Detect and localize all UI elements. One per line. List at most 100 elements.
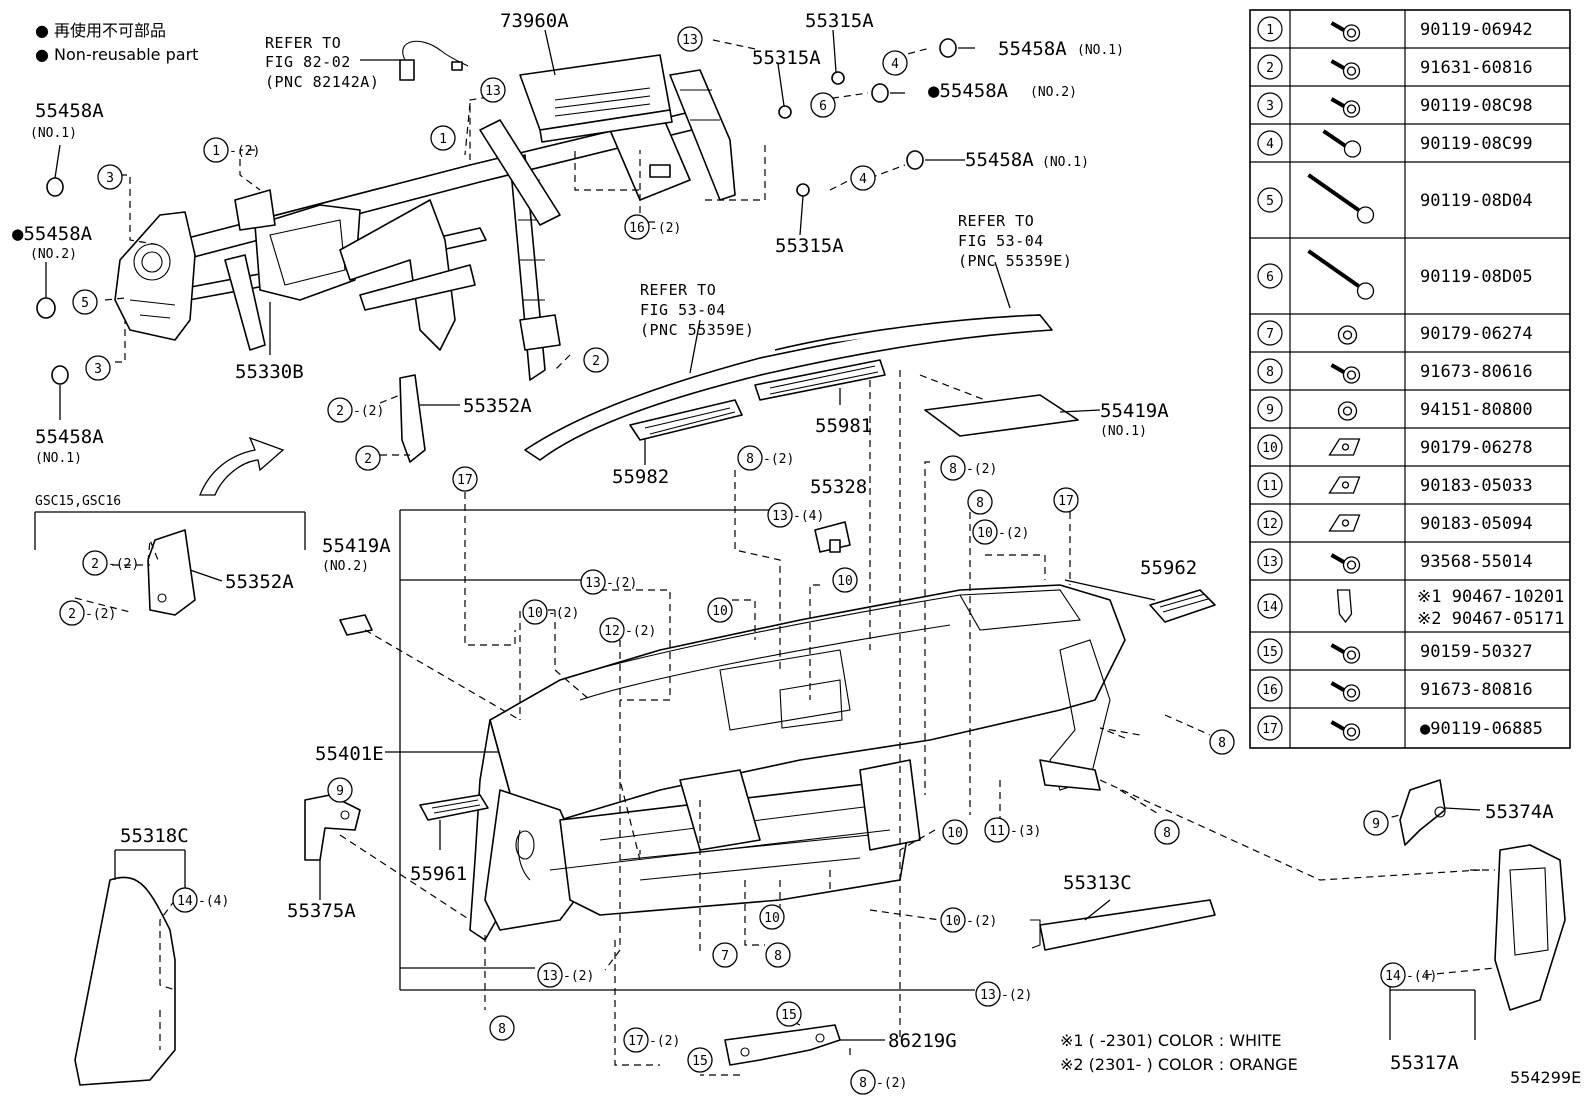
color-note-2: ※2 (2301- ) COLOR : ORANGE — [1060, 1055, 1298, 1074]
label-55458A-right-2: ●55458A — [928, 80, 1009, 102]
callout-number: 13 — [772, 509, 788, 524]
color-note-1: ※1 ( -2301) COLOR : WHITE — [1060, 1031, 1282, 1050]
gsc-group-box — [34, 436, 306, 550]
callout-c3b: 3 — [85, 355, 111, 381]
harness-reference-part — [399, 40, 469, 81]
row-number: 14 — [1262, 600, 1278, 615]
callout-number: 10 — [527, 606, 543, 621]
callout-number: 10 — [945, 914, 961, 929]
label-55982: 55982 — [612, 466, 669, 488]
nut-washer-icon — [1337, 401, 1358, 421]
callout-number: 10 — [764, 911, 780, 926]
gsc-group-label: GSC15,GSC16 — [35, 494, 121, 509]
instrument-panel-reinforcement — [114, 69, 736, 381]
callout-number: 13 — [542, 969, 558, 984]
callout-c12: 12-(2) — [599, 617, 656, 643]
label-55458A-left-1-sub: (NO.1) — [30, 126, 77, 141]
label-55458A-right-3-sub: (NO.1) — [1042, 155, 1089, 170]
row-number: 11 — [1262, 479, 1278, 494]
callout-c8d: 8 — [1209, 729, 1235, 755]
label-55315A-bottom: 55315A — [775, 235, 844, 257]
label-55458A-right-1-sub: (NO.1) — [1077, 43, 1124, 58]
passenger-airbag — [519, 54, 673, 143]
label-55419A-no2: 55419A — [322, 535, 391, 557]
callout-c8g: 8 — [489, 1015, 515, 1041]
row-number: 17 — [1262, 722, 1278, 737]
callout-number: 8 — [859, 1076, 867, 1091]
callout-number: 10 — [947, 826, 963, 841]
instrument-panel-55401E — [469, 584, 1126, 941]
callout-quantity: -(2) — [229, 144, 260, 159]
callout-number: 17 — [628, 1034, 644, 1049]
callout-c13d: 13-(2) — [580, 569, 637, 595]
label-55458A-right-2-sub: (NO.2) — [1030, 85, 1077, 100]
callout-c8e: 8 — [1154, 819, 1180, 845]
callout-c17b: 17 — [1053, 487, 1079, 513]
callout-number: 11 — [989, 824, 1005, 839]
label-55315A-top: 55315A — [805, 10, 874, 32]
label-55458A-left-2-sub: (NO.2) — [30, 247, 77, 262]
callout-number: 15 — [781, 1008, 797, 1023]
part-number: 94151-80800 — [1420, 400, 1533, 420]
label-55328: 55328 — [810, 476, 867, 498]
ref-3-line1: REFER TO — [958, 212, 1034, 230]
callout-number: 8 — [774, 949, 782, 964]
ref-1-line3: (PNC 82142A) — [265, 73, 379, 91]
callout-c13c: 13-(4) — [767, 502, 824, 528]
callout-c8a: 8-(2) — [737, 445, 794, 471]
part-number: 90119-08D05 — [1420, 267, 1533, 287]
callout-quantity: -(2) — [85, 607, 116, 622]
callout-c4a: 4 — [882, 50, 908, 76]
callout-number: 8 — [976, 496, 984, 511]
callout-number: 13 — [682, 33, 698, 48]
callout-number: 8 — [1218, 736, 1226, 751]
defroster-nozzle-55981 — [754, 359, 886, 401]
callout-c13a: 13 — [677, 26, 703, 52]
callout-quantity: -(2) — [966, 462, 997, 477]
grommets — [36, 38, 957, 385]
callout-c10g: 10-(2) — [940, 907, 997, 933]
callout-c17a: 17 — [452, 466, 478, 492]
callout-c3a: 3 — [97, 164, 123, 190]
callout-number: 2 — [68, 607, 76, 622]
bolt-long-icon — [1322, 129, 1362, 158]
callout-quantity: -(2) — [649, 1034, 680, 1049]
callout-number: 1 — [439, 132, 447, 147]
callout-c8c: 8 — [967, 489, 993, 515]
part-number: 90119-08D04 — [1420, 191, 1533, 211]
callout-number: 6 — [819, 99, 827, 114]
callout-c15a: 15 — [776, 1001, 802, 1027]
part-number: 90179-06278 — [1420, 438, 1533, 458]
callout-quantity: -(2) — [998, 526, 1029, 541]
part-number: 90183-05033 — [1420, 476, 1533, 496]
callout-number: 12 — [604, 624, 620, 639]
callout-number: 2 — [364, 452, 372, 467]
callout-c16: 16-(2) — [624, 214, 681, 240]
leader-lines — [45, 29, 1481, 1041]
bracket-55375A — [304, 794, 361, 861]
bolt-flange-icon — [1330, 21, 1361, 42]
row-number: 1 — [1266, 23, 1274, 38]
label-55458A-left-3-sub: (NO.1) — [35, 451, 82, 466]
part-number: 90119-06942 — [1420, 20, 1533, 40]
part-number: 91673-80816 — [1420, 680, 1533, 700]
label-55961: 55961 — [410, 863, 467, 885]
callout-quantity: -(2) — [606, 576, 637, 591]
assembly-frame-lines — [114, 509, 1476, 1040]
ref-2-line1: REFER TO — [640, 281, 716, 299]
row-number: 3 — [1266, 99, 1274, 114]
label-55419A-no1-sub: (NO.1) — [1100, 424, 1147, 439]
callout-bubbles: 131346411-(2)35316-(2)22-(2)22-(2)2-(2)8… — [59, 26, 1437, 1095]
callout-number: 10 — [837, 574, 853, 589]
row-number: 15 — [1262, 645, 1278, 660]
callout-c17c: 17 -(2) — [623, 1027, 680, 1053]
u-nut-icon — [1328, 514, 1361, 532]
callout-c10c: 10-(2) — [522, 599, 579, 625]
insulator-pad-55419A-no2 — [339, 614, 373, 636]
defroster-nozzle-55982 — [629, 399, 743, 441]
callout-quantity: -(2) — [563, 969, 594, 984]
